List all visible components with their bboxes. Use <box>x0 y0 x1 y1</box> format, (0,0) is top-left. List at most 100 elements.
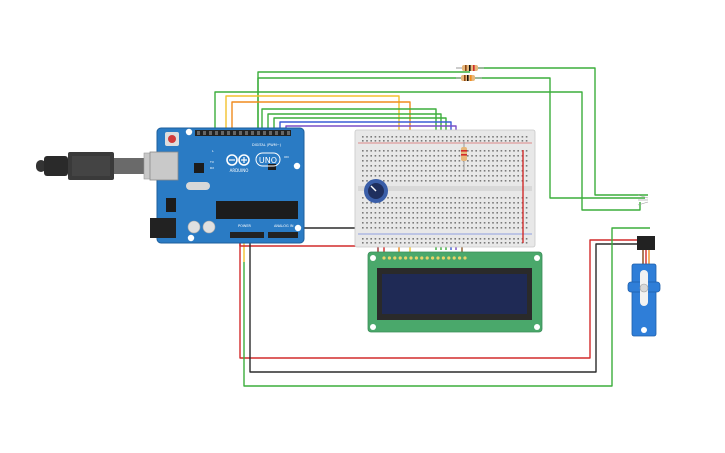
breadboard-hole <box>395 155 398 157</box>
breadboard-hole <box>517 202 519 204</box>
wire-green-res2-ir[interactable] <box>474 77 645 199</box>
breadboard-hole <box>521 140 524 142</box>
potentiometer[interactable] <box>364 179 388 203</box>
breadboard-hole <box>454 212 456 214</box>
arduino-uno[interactable]: UNO ARDUINO DIGITAL (PWM~) POWER ANALOG … <box>149 127 305 244</box>
usb-cable[interactable] <box>36 152 165 180</box>
breadboard-hole <box>362 242 364 244</box>
breadboard-hole <box>429 217 431 219</box>
breadboard-hole <box>458 238 461 240</box>
breadboard-hole <box>467 155 469 157</box>
breadboard-hole <box>383 165 385 167</box>
breadboard-hole <box>488 222 490 224</box>
micro-servo[interactable] <box>627 236 661 337</box>
wire-green-ir-3[interactable] <box>214 91 641 211</box>
breadboard-hole <box>471 242 473 244</box>
breadboard-hole <box>488 175 490 177</box>
breadboard-hole <box>467 170 469 172</box>
wire-green-resistor2[interactable] <box>257 77 462 131</box>
breadboard-hole <box>446 197 448 199</box>
breadboard-hole <box>433 202 435 204</box>
reset-button-icon[interactable] <box>168 135 176 143</box>
breadboard-hole <box>467 160 469 162</box>
breadboard[interactable] <box>354 129 536 248</box>
breadboard-hole <box>488 217 490 219</box>
breadboard-hole <box>404 197 406 199</box>
breadboard-hole <box>525 170 528 172</box>
breadboard-hole <box>441 207 444 209</box>
breadboard-hole <box>454 155 456 157</box>
breadboard-hole <box>387 150 389 152</box>
breadboard-hole <box>475 217 477 219</box>
breadboard-hole <box>488 160 490 162</box>
wire-black-servo[interactable] <box>249 240 640 373</box>
wire-red-servo[interactable] <box>239 239 640 359</box>
breadboard-hole <box>425 175 427 177</box>
breadboard-hole <box>509 170 511 172</box>
rx-label: RX <box>210 166 214 170</box>
breadboard-hole <box>395 180 398 182</box>
resistor-2[interactable] <box>456 75 482 81</box>
breadboard-hole <box>412 160 414 162</box>
breadboard-hole <box>429 227 431 229</box>
breadboard-hole <box>383 136 385 138</box>
breadboard-hole <box>433 227 435 229</box>
breadboard-hole <box>408 207 410 209</box>
breadboard-hole <box>479 217 482 219</box>
wire-green-resistor-ir[interactable] <box>478 67 648 196</box>
breadboard-hole <box>467 140 469 142</box>
breadboard-hole <box>525 136 528 138</box>
breadboard-hole <box>458 222 461 224</box>
breadboard-hole <box>362 140 364 142</box>
breadboard-hole <box>383 212 385 214</box>
breadboard-hole <box>412 202 414 204</box>
breadboard-hole <box>467 136 469 138</box>
breadboard-hole <box>471 207 473 209</box>
breadboard-hole <box>496 175 498 177</box>
breadboard-hole <box>446 170 448 172</box>
breadboard-hole <box>425 217 427 219</box>
breadboard-hole <box>483 212 486 214</box>
wire-green-servo[interactable] <box>243 227 650 387</box>
breadboard-hole <box>399 150 402 152</box>
resistor-breadboard[interactable] <box>461 142 467 170</box>
breadboard-hole <box>374 170 377 172</box>
resistor-1[interactable] <box>456 65 484 71</box>
breadboard-hole <box>450 175 452 177</box>
breadboard-hole <box>458 170 461 172</box>
breadboard-hole <box>458 136 461 138</box>
breadboard-hole <box>408 175 410 177</box>
wire-yellow-top[interactable] <box>225 95 400 158</box>
breadboard-hole <box>395 170 398 172</box>
breadboard-hole <box>475 202 477 204</box>
breadboard-hole <box>404 140 406 142</box>
breadboard-hole <box>450 242 452 244</box>
breadboard-hole <box>425 155 427 157</box>
breadboard-hole <box>420 242 423 244</box>
breadboard-hole <box>441 165 444 167</box>
breadboard-hole <box>450 140 452 142</box>
breadboard-hole <box>378 165 381 167</box>
ir-receiver[interactable] <box>637 194 649 206</box>
breadboard-hole <box>517 222 519 224</box>
breadboard-hole <box>467 180 469 182</box>
lcd-pin <box>431 256 435 260</box>
breadboard-hole <box>366 136 368 138</box>
breadboard-hole <box>483 175 486 177</box>
lcd-16x2[interactable] <box>367 251 543 333</box>
arduino-model-label: UNO <box>259 156 277 165</box>
lcd-pin <box>409 256 413 260</box>
breadboard-hole <box>525 155 528 157</box>
breadboard-hole <box>475 227 477 229</box>
servo-connector <box>637 236 655 250</box>
breadboard-hole <box>525 197 528 199</box>
breadboard-hole <box>395 140 398 142</box>
breadboard-hole <box>399 238 402 240</box>
breadboard-hole <box>433 242 435 244</box>
breadboard-hole <box>467 227 469 229</box>
breadboard-hole <box>391 212 393 214</box>
breadboard-hole <box>475 175 477 177</box>
breadboard-hole <box>450 160 452 162</box>
breadboard-hole <box>408 238 410 240</box>
breadboard-hole <box>429 202 431 204</box>
